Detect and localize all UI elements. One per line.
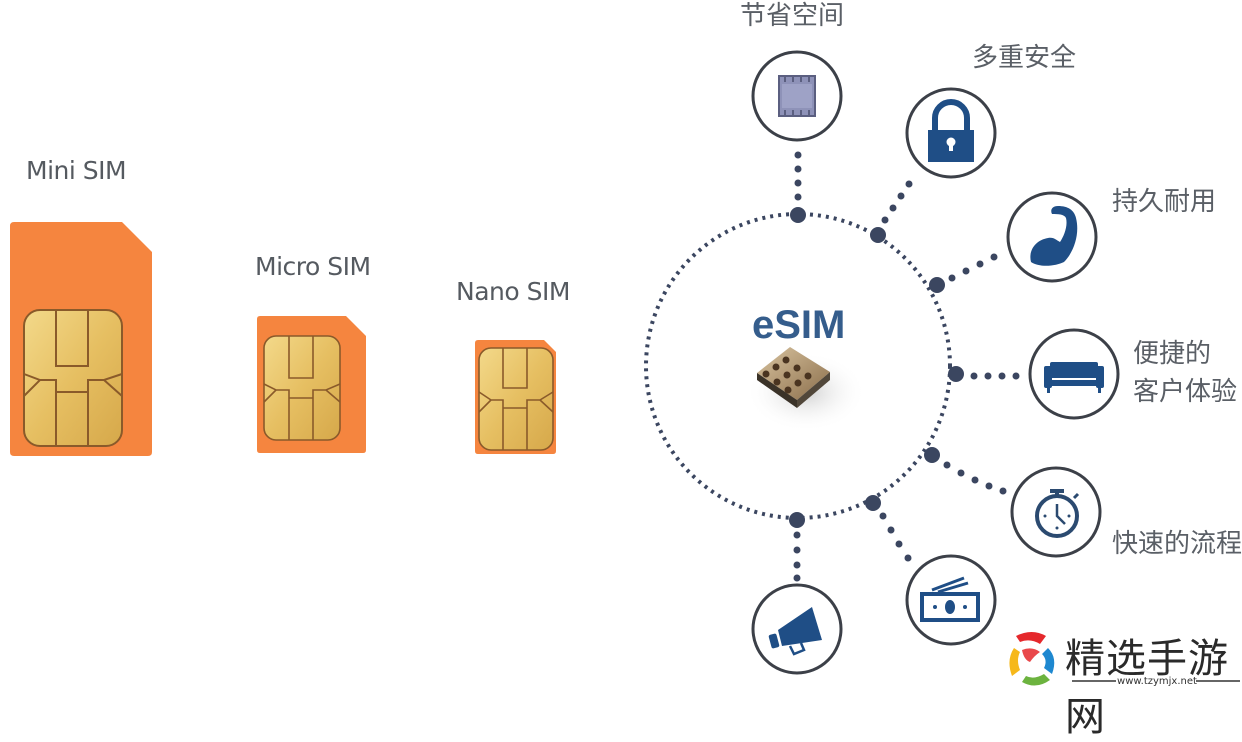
feature-circle-durable <box>1006 191 1098 283</box>
feature-label-experience-line2: 客户体验 <box>1133 377 1238 407</box>
connection-nodes <box>789 151 1020 582</box>
watermark-logo-icon <box>1009 632 1055 686</box>
nano-sim-label: Nano SIM <box>456 277 570 306</box>
node-dot <box>789 512 805 528</box>
node-dot <box>929 277 945 293</box>
micro-sim-chip <box>263 335 341 441</box>
node-dot <box>924 447 940 463</box>
mini-sim-chip <box>23 309 123 447</box>
micro-sim-card <box>257 316 366 453</box>
stopwatch-icon <box>1035 489 1080 538</box>
esim-title: eSIM <box>752 303 846 347</box>
nano-sim-chip <box>478 347 554 451</box>
node-dot <box>870 227 886 243</box>
watermark-url: www.tzymjx.net <box>1117 676 1197 687</box>
mini-sim-card <box>10 222 152 456</box>
lock-icon <box>928 99 974 162</box>
sofa-icon <box>1044 362 1104 393</box>
money-icon <box>920 576 980 622</box>
spoke-dot <box>794 193 802 201</box>
esim-dotted-ring <box>644 212 952 520</box>
node-dot <box>865 495 881 511</box>
muscle-arm-icon <box>1030 206 1078 266</box>
node-dot <box>948 366 964 382</box>
feature-label-durable: 持久耐用 <box>1112 187 1217 217</box>
chip-icon <box>778 75 816 117</box>
sim-cards-graphic <box>10 50 1240 686</box>
feature-label-fast: 快速的流程 <box>1112 529 1242 559</box>
mini-sim-label: Mini SIM <box>26 156 127 185</box>
feature-label-security: 多重安全 <box>972 43 1077 73</box>
node-dot <box>790 207 806 223</box>
feature-label-space: 节省空间 <box>740 1 845 31</box>
megaphone-icon <box>768 607 822 656</box>
feature-label-experience-line1: 便捷的 <box>1133 339 1212 369</box>
esim-chip-image <box>746 347 866 432</box>
micro-sim-label: Micro SIM <box>255 252 371 281</box>
nano-sim-card <box>475 340 556 454</box>
